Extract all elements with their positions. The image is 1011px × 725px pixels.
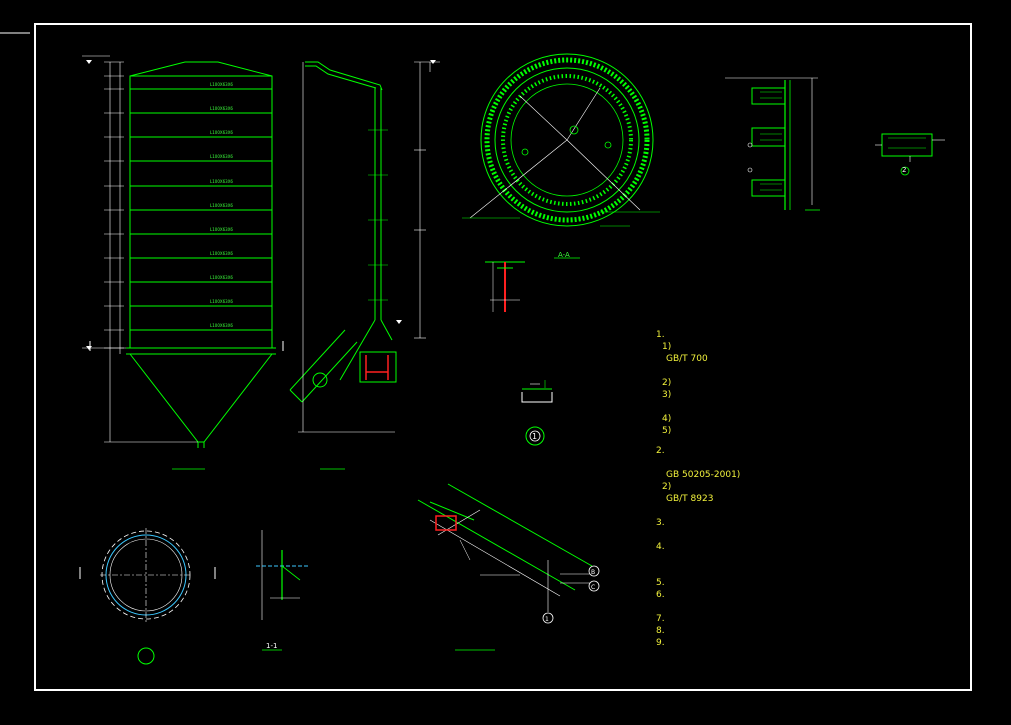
elevation-dimensions — [82, 55, 198, 443]
ladder-side-view — [289, 61, 397, 403]
note-5: 5. — [656, 578, 665, 588]
svg-text:L100X63X6: L100X63X6 — [210, 82, 233, 87]
note-1-1: 1) — [662, 342, 672, 352]
section-aa-caption: A-A — [558, 251, 570, 259]
inclined-chute-detail — [417, 483, 600, 651]
svg-text:L100X63X6: L100X63X6 — [210, 179, 233, 184]
top-right-detail-a — [725, 77, 820, 211]
section-1-1 — [256, 530, 310, 651]
note-1-3: 3) — [662, 390, 672, 400]
note-1-2: 2) — [662, 378, 672, 388]
ladder-dimensions — [298, 61, 440, 433]
far-right-detail — [875, 133, 945, 176]
svg-text:L100X63X6: L100X63X6 — [210, 299, 233, 304]
note-4: 4. — [656, 542, 665, 552]
silo-elevation — [126, 61, 276, 448]
note-2-std: GB 50205-2001) — [666, 470, 741, 480]
svg-text:L100X63X6: L100X63X6 — [210, 154, 233, 159]
note-1-heading: 1. — [656, 330, 665, 340]
small-detail-a — [485, 261, 525, 312]
design-notes: 1. 1) GB/T 700 2) 3) 4) 5) 2. GB 50205-2… — [652, 318, 952, 668]
detail-2-label: 2 — [902, 166, 907, 174]
section-11-caption: 1-1 — [266, 642, 278, 650]
ref-b: B — [591, 569, 595, 576]
svg-text:L100X63X6: L100X63X6 — [210, 323, 233, 328]
svg-text:L100X63X6: L100X63X6 — [210, 251, 233, 256]
ladder-rungs — [368, 129, 388, 301]
note-2-heading: 2. — [656, 446, 665, 456]
chute-refs: B C 1 — [545, 569, 595, 623]
bottom-plan — [79, 528, 216, 665]
note-7: 7. — [656, 614, 665, 624]
level-markers — [86, 60, 436, 350]
note-2-2-std: GB/T 8923 — [666, 494, 714, 504]
svg-text:L100X63X6: L100X63X6 — [210, 203, 233, 208]
note-9: 9. — [656, 638, 665, 648]
plan-view-aa — [462, 53, 660, 227]
note-2-2: 2) — [662, 482, 672, 492]
sheet-border — [34, 23, 972, 691]
detail-bubble-1: 1 — [525, 426, 545, 446]
svg-text:L100X63X6: L100X63X6 — [210, 275, 233, 280]
note-3: 3. — [656, 518, 665, 528]
svg-text:L100X63X6: L100X63X6 — [210, 106, 233, 111]
detail-bubble-1-text: 1 — [532, 432, 537, 441]
ref-c: C — [591, 584, 595, 591]
note-6: 6. — [656, 590, 665, 600]
ladder-red-parts — [365, 355, 389, 380]
note-8: 8. — [656, 626, 665, 636]
note-1-5: 5) — [662, 426, 672, 436]
section-marks-elevation — [89, 341, 284, 351]
svg-text:L100X63X6: L100X63X6 — [210, 130, 233, 135]
hoop-labels: L100X63X6 L100X63X6 L100X63X6 L100X63X6 … — [210, 82, 233, 328]
ref-1: 1 — [545, 616, 549, 623]
channel-section — [521, 380, 553, 403]
svg-text:L100X63X6: L100X63X6 — [210, 227, 233, 232]
note-1-1-std: GB/T 700 — [666, 354, 708, 364]
note-1-4: 4) — [662, 414, 672, 424]
